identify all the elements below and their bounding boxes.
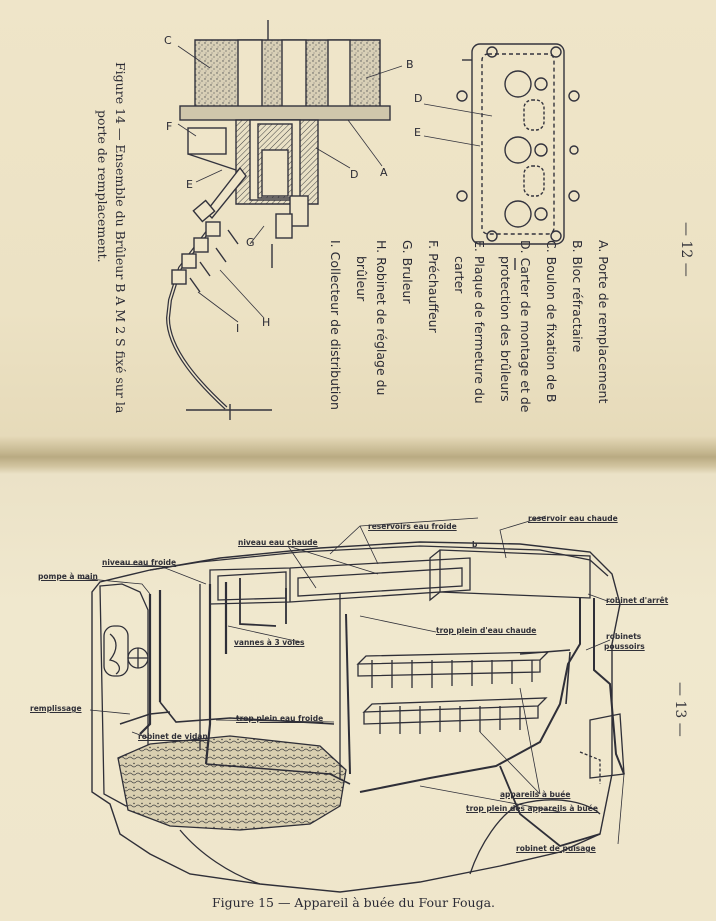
label-b: b	[472, 540, 478, 549]
figure-15-steam-apparatus-drawing	[77, 515, 625, 893]
label-robinet-de-puisage: robinet de puisage	[516, 844, 596, 853]
label-remplissage: remplissage	[30, 704, 82, 713]
fig14-letter-i: I	[236, 322, 240, 335]
figure-14-burner-drawing	[165, 20, 580, 420]
fig14-letter-d-plate: D	[414, 92, 423, 105]
page-12: — 12 — A. Porte de remplacement B. Bloc …	[0, 0, 716, 442]
label-niveau-eau-chaude: niveau eau chaude	[238, 538, 318, 547]
fig14-letter-e-plate: E	[414, 126, 421, 139]
fig14-letter-h: H	[262, 316, 271, 329]
label-trop-plein-appareils: trop plein des appareils à buée	[466, 804, 598, 813]
label-niveau-eau-froide: niveau eau froide	[102, 558, 177, 567]
label-trop-plein-eau-froide: trop plein eau froide	[236, 714, 324, 723]
label-pompe-a-main: pompe à main	[38, 572, 98, 581]
fig14-letter-a: A	[380, 166, 388, 179]
fig14-letter-e: E	[186, 178, 193, 191]
label-vannes-3-voies: vannes à 3 voies	[234, 638, 305, 647]
label-robinets: robinets	[606, 632, 642, 641]
label-reservoirs-eau-froide: reservoirs eau froide	[368, 522, 457, 531]
label-robinet-de-vidange: robinet de vidan	[138, 732, 208, 741]
label-reservoir-eau-chaude: reservoir eau chaude	[528, 514, 618, 523]
fig14-letter-f: F	[166, 120, 173, 133]
label-poussoirs: poussoirs	[604, 642, 645, 651]
page-13: — 13 —	[0, 474, 716, 921]
label-robinet-darret: robinet d'arrêt	[606, 596, 669, 605]
figure-15-caption: Figure 15 — Appareil à buée du Four Foug…	[212, 895, 496, 910]
fig14-letter-d: D	[350, 168, 359, 181]
fig14-letter-g: G	[246, 236, 255, 249]
book-gutter	[0, 436, 716, 474]
fig14-letter-c: C	[164, 34, 172, 47]
fig14-letter-b: B	[406, 58, 414, 71]
label-trop-plein-eau-chaude: trop plein d'eau chaude	[436, 626, 537, 635]
label-appareils-a-buee: appareils à buée	[500, 790, 571, 799]
